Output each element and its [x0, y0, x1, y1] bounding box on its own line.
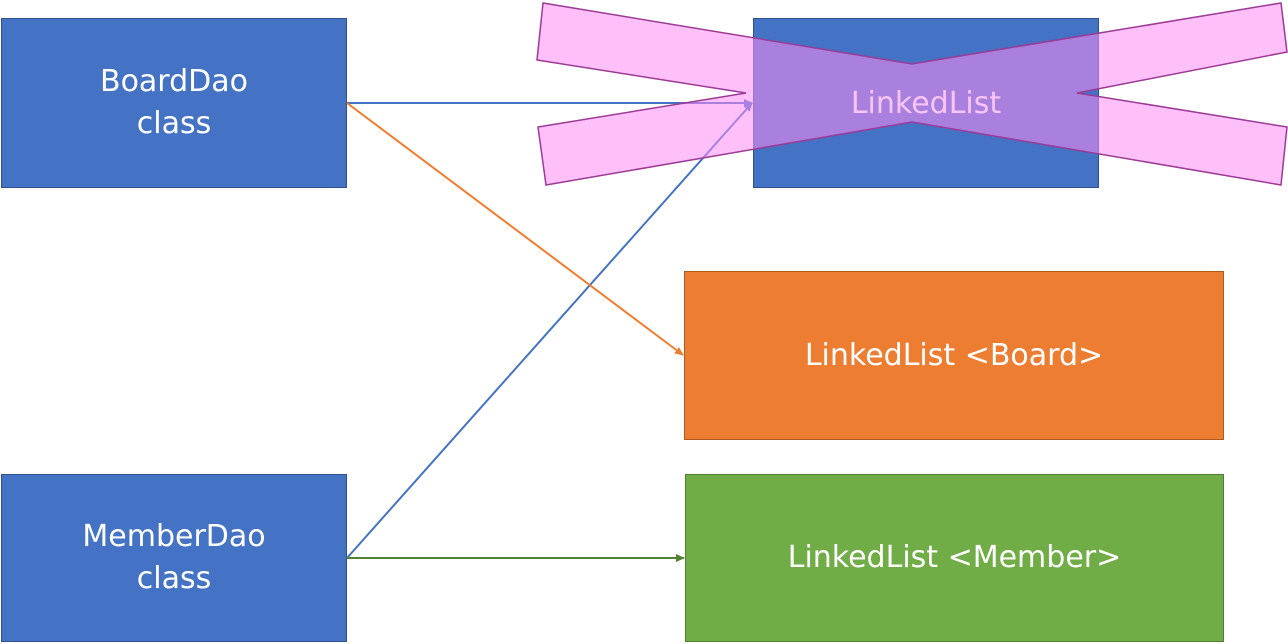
linkedlist-board-box: LinkedList <Board> — [684, 271, 1224, 440]
linkedlist-member-box: LinkedList <Member> — [685, 474, 1224, 642]
boarddao-class-label: BoardDao class — [99, 64, 248, 141]
arrow-memberdao-to-linkedlist — [346, 102, 753, 559]
linkedlist-board-label: LinkedList <Board> — [804, 337, 1104, 373]
arrow-boarddao-to-linkedlist-board — [346, 102, 684, 356]
boarddao-class-box: BoardDao class — [1, 18, 347, 188]
linkedlist-member-label: LinkedList <Member> — [787, 540, 1122, 575]
memberdao-class-box: MemberDao class — [1, 474, 347, 642]
memberdao-class-label: MemberDao class — [82, 519, 266, 596]
linkedlist-label: LinkedList — [850, 85, 1002, 121]
